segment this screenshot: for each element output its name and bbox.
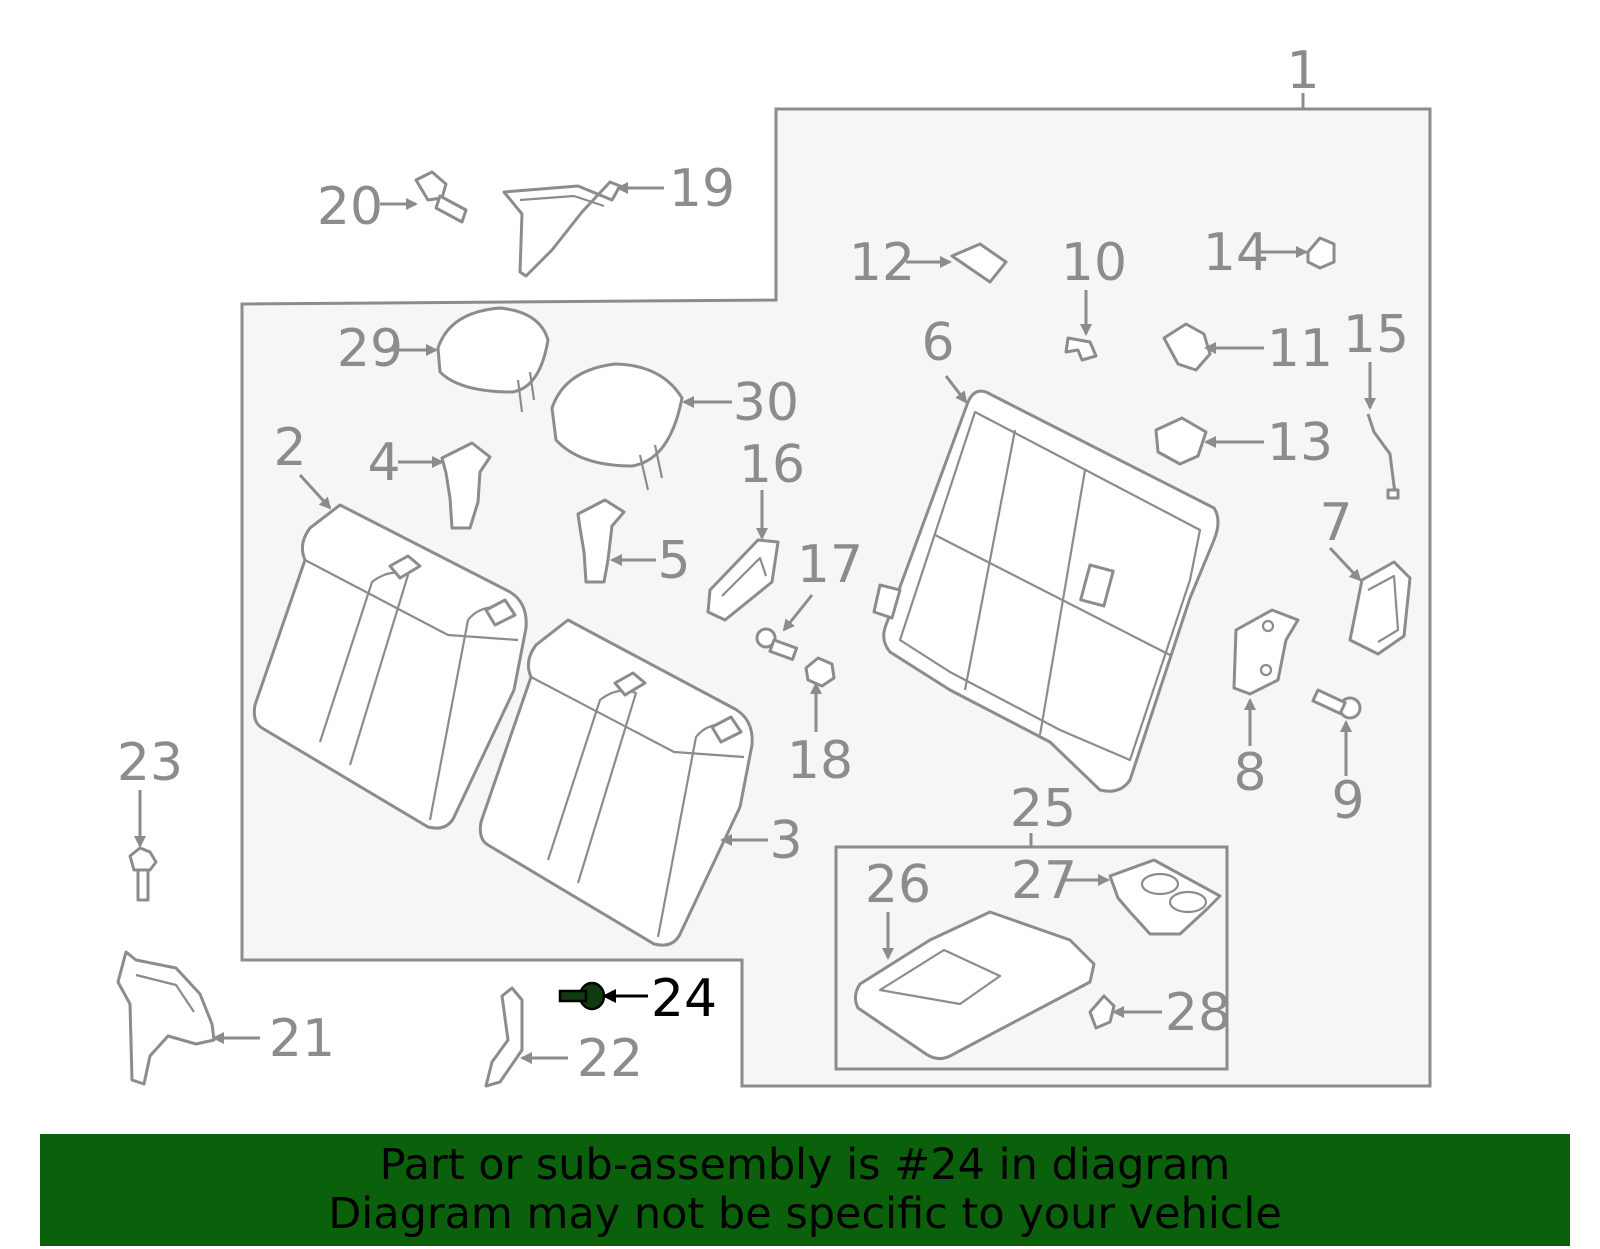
- seat-back-right-part: [478, 618, 754, 947]
- callout-29: 29: [337, 319, 403, 379]
- callout-25: 25: [1010, 779, 1076, 839]
- callout-12: 12: [849, 233, 915, 293]
- callout-24-highlighted: 24: [651, 969, 717, 1029]
- callout-18: 18: [787, 731, 853, 791]
- seat-back-frame-part: [872, 389, 1220, 793]
- callout-30: 30: [733, 373, 799, 433]
- trim-cover-16-part: [706, 538, 780, 622]
- callout-2: 2: [273, 418, 306, 478]
- hinge-21-part: [116, 950, 216, 1086]
- callout-22: 22: [577, 1029, 643, 1089]
- headrest-guide-4-part: [440, 441, 492, 530]
- bracket-13-part: [1154, 416, 1208, 466]
- callout-16: 16: [739, 435, 805, 495]
- bolt-20-part: [414, 170, 468, 224]
- info-banner: Part or sub-assembly is #24 in diagram D…: [40, 1134, 1570, 1246]
- seat-back-left-part: [252, 503, 528, 830]
- callout-8: 8: [1233, 743, 1266, 803]
- callout-27: 27: [1011, 851, 1077, 911]
- callout-19: 19: [669, 159, 735, 219]
- bolt-9-part: [1311, 688, 1362, 720]
- callout-7: 7: [1319, 493, 1352, 553]
- bolt-17-part: [755, 627, 799, 661]
- callout-21: 21: [269, 1009, 335, 1069]
- callout-15: 15: [1343, 305, 1409, 365]
- callout-4: 4: [367, 433, 400, 493]
- callout-28: 28: [1165, 983, 1231, 1043]
- callout-23: 23: [117, 733, 183, 793]
- bracket-22-part: [484, 986, 524, 1088]
- latch-cover-7-part: [1348, 560, 1412, 656]
- bolt-24-part: [558, 981, 606, 1011]
- callout-10: 10: [1061, 233, 1127, 293]
- wire-15-part: [1366, 413, 1400, 500]
- callout-26: 26: [865, 855, 931, 915]
- callout-9: 9: [1331, 771, 1364, 831]
- callout-6: 6: [921, 313, 954, 373]
- headrest-right-part: [550, 362, 684, 491]
- callout-3: 3: [769, 811, 802, 871]
- cupholder-27-part: [1108, 858, 1222, 936]
- clip-10-part: [1064, 336, 1098, 362]
- button-12-part: [950, 242, 1008, 284]
- bracket-19-part: [502, 180, 622, 278]
- banner-line-2: Diagram may not be specific to your vehi…: [328, 1189, 1282, 1239]
- clip-11-part: [1162, 322, 1212, 372]
- bracket-8-part: [1232, 608, 1300, 696]
- headrest-left-part: [436, 306, 550, 413]
- leader-lines: [134, 182, 1376, 1064]
- bolt-23-part: [128, 846, 158, 902]
- callout-1: 1: [1286, 41, 1319, 101]
- armrest-26-part: [853, 910, 1096, 1061]
- callout-13: 13: [1267, 413, 1333, 473]
- banner-line-1: Part or sub-assembly is #24 in diagram: [379, 1140, 1231, 1190]
- nut-18-part: [804, 656, 836, 688]
- plug-14-part: [1306, 236, 1336, 270]
- parts-diagram: 1 2 3 4 5 6 7 8 9 10 11 12 13 14 15 16 1…: [116, 41, 1432, 1089]
- callout-14: 14: [1203, 223, 1269, 283]
- callout-5: 5: [657, 531, 690, 591]
- callout-17: 17: [797, 535, 863, 595]
- callout-11: 11: [1267, 319, 1333, 379]
- callout-20: 20: [317, 177, 383, 237]
- headrest-guide-5-part: [576, 498, 626, 584]
